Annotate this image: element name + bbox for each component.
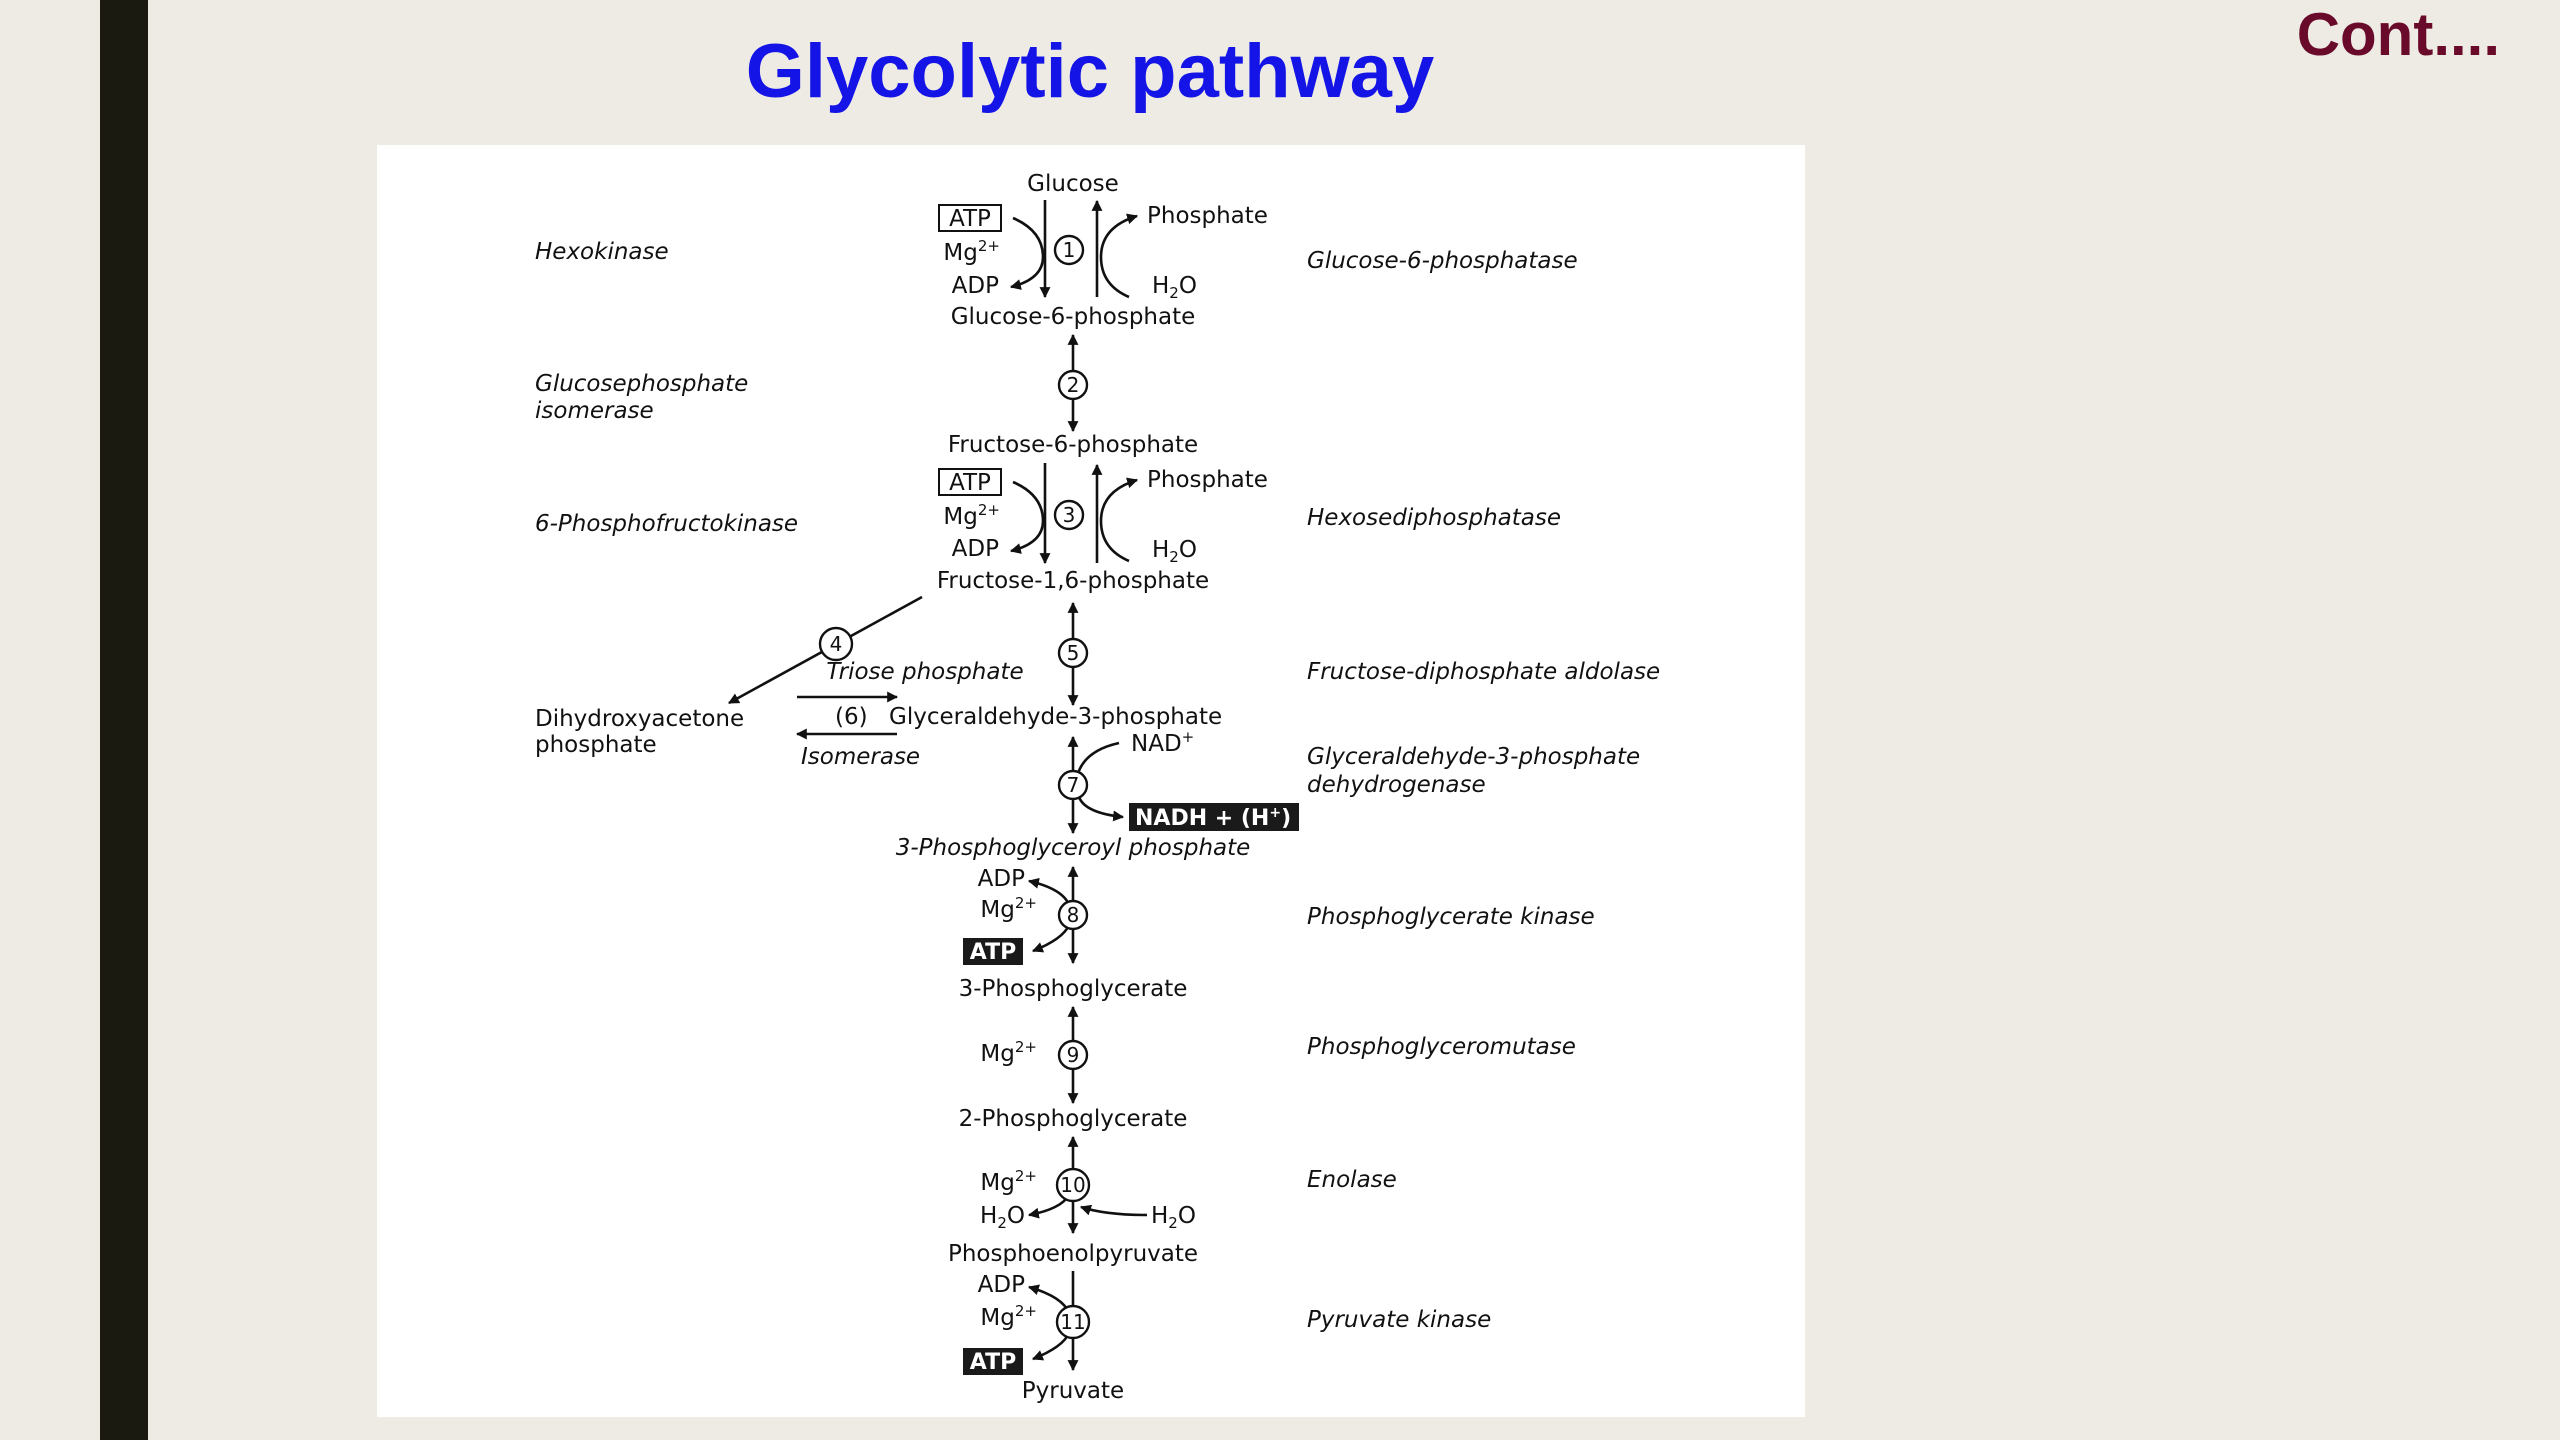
step-3-block: ATP Mg2+ ADP Phosphate H2O 3 [938,463,1268,566]
step-1-block: ATP Mg2+ ADP Phosphate H2O 1 [938,199,1268,302]
continuation-label: Cont.... [2296,1,2500,68]
step-9-block: Mg2+ 9 [980,1005,1089,1105]
metabolite-2-phosphoglycerate: 2-Phosphoglycerate [959,1106,1188,1132]
mg-label: Mg2+ [943,237,1000,266]
h2o-label: H2O [1152,273,1197,302]
mg-label: Mg2+ [943,501,1000,530]
enzyme-6-phosphofructokinase: 6-Phosphofructokinase [535,511,798,537]
mg-label: Mg2+ [980,1302,1037,1331]
mg-label: Mg2+ [980,1167,1037,1196]
step-7-block: NAD+ NADH + (H+) 7 [1057,728,1299,835]
step-number-9: 9 [1067,1043,1080,1067]
step-number-6: (6) [835,704,868,730]
left-accent-bar [100,0,148,1440]
enzyme-pyruvate-kinase: Pyruvate kinase [1307,1307,1491,1333]
metabolite-pyruvate: Pyruvate [1022,1378,1124,1404]
enzyme-g3p-dehydrogenase-line1: Glyceraldehyde-3-phosphate [1307,744,1640,770]
h2o-label: H2O [1152,537,1197,566]
metabolite-glyceraldehyde-3-phosphate: Glyceraldehyde-3-phosphate [889,704,1222,730]
diagram-panel: Glucose Glucose-6-phosphate Fructose-6-p… [377,145,1805,1417]
step-number-11: 11 [1060,1310,1085,1334]
adp-label: ADP [952,273,999,299]
metabolite-3-phosphoglycerate: 3-Phosphoglycerate [959,976,1188,1002]
nadh-label: NADH + (H+) [1135,805,1291,831]
step-number-3: 3 [1063,503,1076,527]
h2o-label-right: H2O [1151,1203,1196,1232]
glycolysis-diagram: Glucose Glucose-6-phosphate Fructose-6-p… [535,171,1660,1404]
step-5-block: 5 [1057,601,1089,707]
step-number-7: 7 [1067,773,1080,797]
step-number-1: 1 [1063,238,1076,262]
metabolite-fructose-1-6-phosphate: Fructose-1,6-phosphate [937,568,1209,594]
adp-label: ADP [978,866,1025,892]
enzyme-hexosediphosphatase: Hexosediphosphatase [1307,505,1561,531]
metabolite-3-phosphoglyceroyl-phosphate: 3-Phosphoglyceroyl phosphate [896,835,1251,861]
enzyme-phosphoglycerate-kinase: Phosphoglycerate kinase [1307,904,1595,930]
slide-title: Glycolytic pathway [745,29,1435,114]
atp-boxed-label: ATP [949,206,991,232]
adp-label: ADP [978,1272,1025,1298]
phosphate-label: Phosphate [1147,203,1268,229]
metabolite-glucose-6-phosphate: Glucose-6-phosphate [951,304,1196,330]
step-4-block: 4 [728,595,923,705]
phosphate-label: Phosphate [1147,467,1268,493]
atp-boxed-label: ATP [949,470,991,496]
enzyme-fructose-diphosphate-aldolase: Fructose-diphosphate aldolase [1307,659,1660,685]
metabolite-glucose: Glucose [1027,171,1119,197]
enzyme-glucosephosphate-isomerase-line1: Glucosephosphate [535,371,748,397]
step-number-8: 8 [1067,903,1080,927]
enzyme-hexokinase: Hexokinase [535,239,669,265]
step-number-2: 2 [1067,373,1080,397]
nad-label: NAD+ [1131,728,1194,757]
mg-label: Mg2+ [980,1038,1037,1067]
step-11-block: ADP Mg2+ ATP 11 [963,1271,1091,1375]
atp-filled-label: ATP [970,1350,1016,1375]
step-number-5: 5 [1067,641,1080,665]
metabolite-fructose-6-phosphate: Fructose-6-phosphate [948,432,1198,458]
step-6-block: (6) [795,691,899,740]
enzyme-phosphoglyceromutase: Phosphoglyceromutase [1307,1034,1576,1060]
metabolite-dihydroxyacetone-line2: phosphate [535,732,657,758]
enzyme-g3p-dehydrogenase-line2: dehydrogenase [1307,772,1486,798]
mg-label: Mg2+ [980,894,1037,923]
metabolite-triose-phosphate: Triose phosphate [826,659,1023,685]
step-number-4: 4 [830,632,843,656]
enzyme-glucosephosphate-isomerase-line2: isomerase [535,398,654,424]
h2o-label-left: H2O [980,1203,1025,1232]
enzyme-glucose-6-phosphatase: Glucose-6-phosphatase [1307,248,1578,274]
metabolite-phosphoenolpyruvate: Phosphoenolpyruvate [948,1241,1198,1267]
step-2-block: 2 [1057,333,1089,433]
metabolite-dihydroxyacetone-line1: Dihydroxyacetone [535,706,744,732]
enzyme-enolase: Enolase [1307,1167,1397,1193]
step-number-10: 10 [1060,1173,1085,1197]
step-8-block: ADP Mg2+ ATP 8 [963,865,1089,965]
step-10-block: Mg2+ H2O H2O 10 [980,1135,1196,1235]
adp-label: ADP [952,536,999,562]
atp-filled-label: ATP [970,940,1016,965]
enzyme-triose-isomerase: Isomerase [801,744,920,770]
